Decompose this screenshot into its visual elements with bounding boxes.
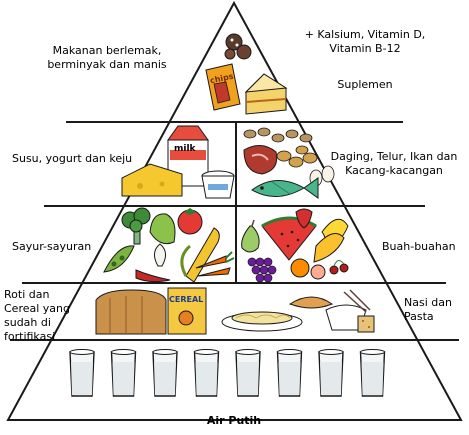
- chips-bag-icon: [205, 63, 241, 111]
- water-glasses: [69, 349, 386, 397]
- garlic-icon: [154, 243, 166, 267]
- water-glass-icon: [276, 349, 303, 397]
- tier-dairy-label: Susu, yogurt dan keju: [12, 152, 133, 165]
- cookies-icon: [224, 33, 252, 60]
- croissant-icon: [288, 296, 334, 309]
- bananas-icon: [313, 218, 349, 263]
- cereal-box-icon: [167, 287, 207, 335]
- meat-steak-icon: [243, 145, 278, 175]
- cereal-label: CEREAL: [169, 295, 204, 304]
- water-label: Air Putih: [206, 414, 262, 427]
- chili-pepper-icon: [135, 269, 171, 283]
- tier-protein-label: Daging, Telur, Ikan dan Kacang-kacangan: [330, 150, 458, 177]
- broccoli-icon: [121, 207, 151, 245]
- milk-label: milk: [174, 144, 196, 154]
- bread-loaf-icon: [95, 289, 167, 335]
- tier-top-left-label: Makanan berlemak, berminyak dan manis: [47, 44, 167, 71]
- water-glass-icon: [318, 349, 344, 397]
- cheese-icon: [121, 163, 183, 197]
- cherries-icon: [329, 260, 349, 275]
- fish-icon: [251, 177, 319, 199]
- pear-icon: [241, 219, 260, 253]
- peas-pod-icon: [103, 245, 135, 273]
- carrots-icon: [195, 251, 235, 277]
- orange-icon: [290, 258, 310, 278]
- tier-grains-left-label: Roti dan Cereal yang sudah di fortifikas…: [4, 288, 70, 343]
- water-glass-icon: [110, 349, 137, 397]
- cake-slice-icon: [244, 73, 288, 115]
- watermelon-icon: [261, 216, 317, 261]
- water-glass-icon: [193, 349, 220, 397]
- strawberry-icon: [295, 208, 313, 229]
- tier-vegetables-label: Sayur-sayuran: [12, 240, 92, 253]
- rice-bowl-icon: [325, 289, 371, 331]
- water-glass-icon: [152, 349, 178, 397]
- tomato-icon: [177, 208, 203, 235]
- corn-icon: [180, 227, 220, 283]
- peach-icon: [310, 264, 326, 280]
- crackers-icon: [357, 315, 375, 333]
- spaghetti-plate-icon: [221, 311, 303, 332]
- nuts-icon: [276, 145, 318, 168]
- lettuce-icon: [149, 213, 176, 245]
- tier-fruits-label: Buah-buahan: [382, 240, 456, 253]
- water-glass-icon: [359, 349, 386, 397]
- grapes-icon: [247, 257, 277, 283]
- tier-top-right-label: + Kalsium, Vitamin D, Vitamin B-12: [304, 28, 426, 55]
- water-glass-icon: [235, 349, 261, 397]
- tier-top-right-sub: Suplemen: [337, 78, 393, 91]
- water-glass-icon: [69, 349, 95, 397]
- tier-grains-right-label: Nasi dan Pasta: [404, 296, 452, 323]
- yogurt-cup-icon: [201, 170, 235, 199]
- beans-icon: [243, 127, 313, 143]
